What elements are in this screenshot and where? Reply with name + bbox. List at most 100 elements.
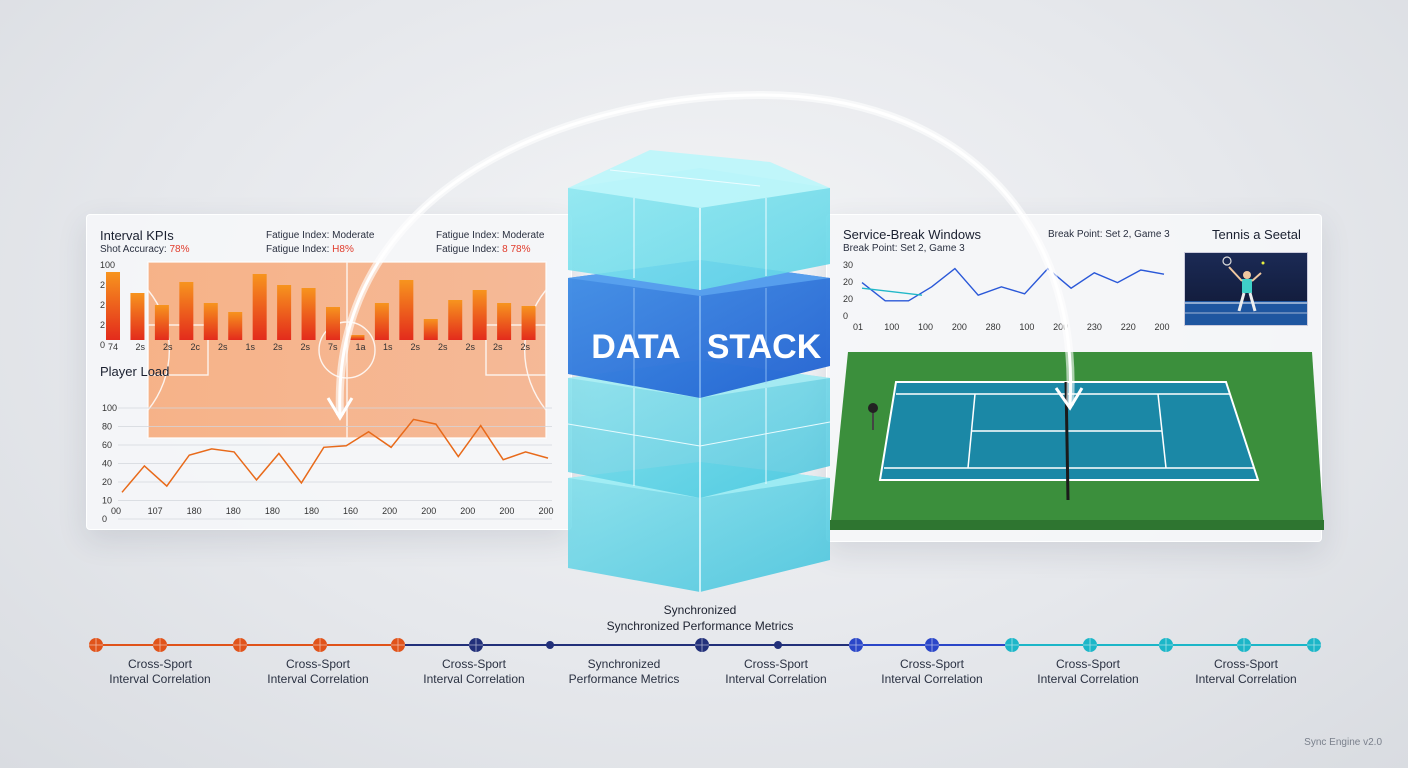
line-y-tick: 60 [102,440,112,450]
player-load-line [121,418,549,493]
bar-x-label: 2s [163,342,173,352]
service-break-title: Service-Break Windows [843,227,981,242]
service-y-tick: 30 [843,260,853,270]
arc-line [338,93,1073,416]
service-blue-line [861,267,1165,302]
ball-seam [1159,638,1173,652]
center-title-line-1: Synchronized [663,603,737,617]
bar-y-tick: 2 [100,320,105,330]
ball-seam [469,638,483,652]
service-x-label: 100 [884,322,899,332]
timeline-label-line-1: Cross-Sport [1213,657,1278,671]
bar-x-label: 2s [136,342,146,352]
bar [179,282,194,340]
line-y-tick: 20 [102,477,112,487]
bar [326,307,340,340]
fatigue-index-1-label: Fatigue Index: [266,244,330,255]
timeline-label-line-2: Interval Correlation [267,672,369,686]
ball-seam [391,638,405,652]
timeline-label-line-1: Cross-Sport [127,657,192,671]
timeline-label-line-2: Performance Metrics [568,672,680,686]
service-y-axis: 30 20 20 0 [843,260,853,321]
line-x-label: 180 [265,506,280,516]
bar-x-label: 7s [328,342,338,352]
line-x-label: 200 [421,506,436,516]
bar [277,285,292,340]
service-x-label: 100 [1019,322,1034,332]
bar-x-label: 1a [356,342,366,352]
bar [154,305,169,340]
bar-x-label: 2s [273,342,283,352]
line-x-label: 200 [460,506,475,516]
service-y-tick: 0 [843,311,848,321]
ball-seam [695,638,709,652]
timeline-label-line-1: Cross-Sport [899,657,964,671]
ball-seam [89,638,103,652]
arrow-head-left-icon [326,397,354,421]
line-x-label: 200 [499,506,514,516]
bar [350,335,365,340]
bar [106,272,120,340]
shot-accuracy-label: Shot Accuracy: [100,244,167,255]
break-point-label: Break Point: Set 2, Game 3 [1048,229,1170,240]
bar [399,280,414,340]
line-x-label: 107 [148,506,163,516]
shot-accuracy: Shot Accuracy: 78% [100,244,190,255]
bar-y-tick: 2 [100,280,105,290]
line-y-tick: 40 [102,459,112,469]
line-x-label: 180 [187,506,202,516]
service-x-label: 220 [1121,322,1136,332]
timeline-label-line-2: Interval Correlation [109,672,211,686]
fatigue-status-1: Fatigue Index: Moderate [266,230,375,241]
service-x-label: 200 [1053,322,1068,332]
service-x-label: 01 [853,322,863,332]
bar-series [106,272,536,340]
bar [374,303,389,340]
fatigue-index-1: Fatigue Index: H8% [266,244,354,255]
timeline-label-line-2: Interval Correlation [1037,672,1139,686]
bar-x-label: 2s [438,342,448,352]
service-x-label: 230 [1087,322,1102,332]
bar [448,300,463,340]
bar [472,290,487,340]
ball-seam [849,638,863,652]
ball-seam [925,638,939,652]
net-post-icon [868,403,878,413]
stack-layer-1 [568,150,830,290]
service-x-label: 200 [1154,322,1169,332]
line-x-label: 00 [111,506,121,516]
panel-title: Interval KPIs [100,228,174,243]
line-y-tick: 10 [102,496,112,506]
bar-x-label: 2s [521,342,531,352]
line-x-label: 160 [343,506,358,516]
center-title: Synchronized Synchronized Performance Me… [560,602,840,634]
ball-seam [313,638,327,652]
line-y-tick: 100 [102,403,117,413]
timeline-label-line-1: Cross-Sport [441,657,506,671]
bar-x-label: 2c [191,342,201,352]
line-y-tick: 0 [102,514,107,524]
service-y-tick: 20 [843,294,853,304]
photo-title: Tennis a Seetal [1212,227,1301,242]
bar [130,293,145,340]
service-y-tick: 20 [843,277,853,287]
timeline-node-icon [546,641,554,649]
ball-seam [1083,638,1097,652]
fatigue-index-2-value: 8 78% [502,244,531,255]
timeline-label-line-2: Interval Correlation [423,672,525,686]
bar-x-label: 2s [493,342,503,352]
ball-seam [153,638,167,652]
